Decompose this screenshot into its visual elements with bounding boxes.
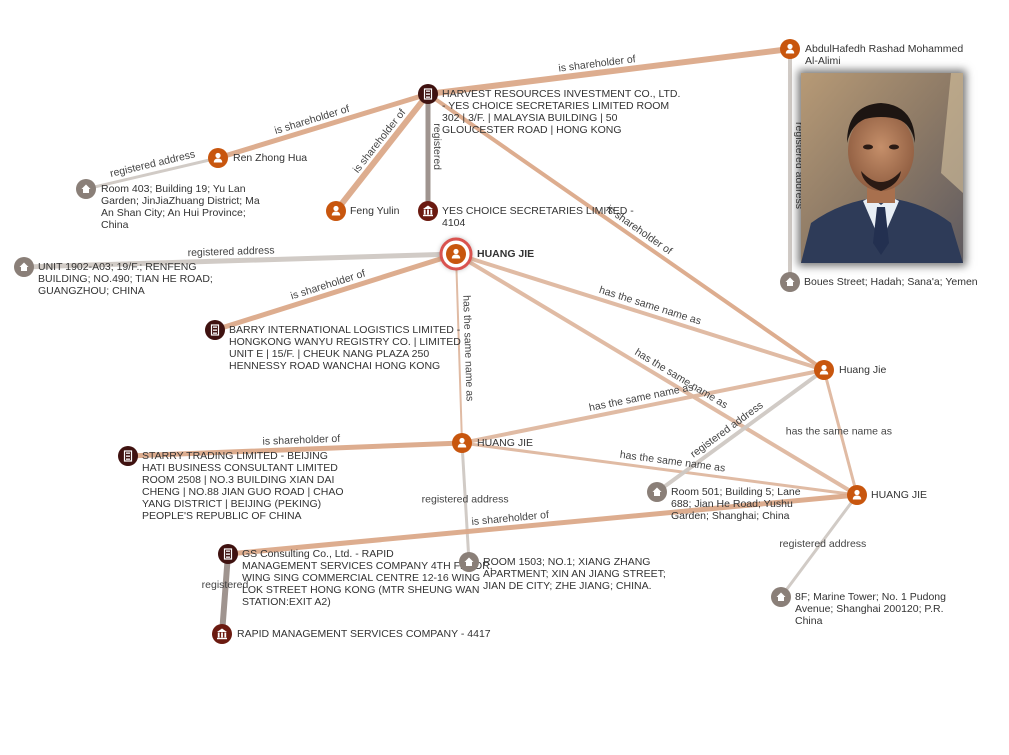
edge-label: has the same name as: [598, 284, 703, 327]
company-icon: [123, 450, 133, 462]
node-feng[interactable]: Feng Yulin: [326, 201, 400, 221]
edge-label: registered: [202, 579, 249, 591]
node-label: Boues Street; Hadah; Sana'a; Yemen: [804, 276, 978, 288]
edge-share[interactable]: [425, 46, 793, 97]
edge-share[interactable]: [212, 251, 459, 333]
node-label: RAPID MANAGEMENT SERVICES COMPANY - 4417: [237, 628, 491, 640]
node-huangjie_main[interactable]: HUANG JIE: [439, 237, 534, 271]
edge-reg[interactable]: [219, 551, 231, 637]
home-icon: [785, 277, 795, 286]
person-icon: [819, 364, 829, 375]
edge-label: has the same name as: [786, 425, 892, 437]
edge-label: has the same name as: [460, 295, 475, 402]
edge-share[interactable]: [125, 440, 465, 459]
company-icon: [423, 88, 433, 100]
node-label: HUANG JIE: [477, 248, 534, 260]
edge-share[interactable]: [426, 92, 826, 372]
person-icon: [785, 43, 795, 54]
node-label: YES CHOICE SECRETARIES LIMITED -4104: [442, 205, 634, 229]
person-icon: [852, 489, 862, 500]
home-icon: [81, 184, 91, 193]
node-label: BARRY INTERNATIONAL LOGISTICS LIMITED -H…: [229, 324, 461, 372]
edge-label: registered address: [779, 538, 866, 550]
node-label: HUANG JIE: [477, 437, 533, 449]
node-harvest[interactable]: HARVEST RESOURCES INVESTMENT CO., LTD.- …: [418, 84, 680, 136]
nodes-layer: HARVEST RESOURCES INVESTMENT CO., LTD.- …: [14, 39, 978, 644]
edge-label: registered address: [422, 494, 509, 506]
node-rapid[interactable]: RAPID MANAGEMENT SERVICES COMPANY - 4417: [212, 624, 491, 644]
node-huangjie_r[interactable]: Huang Jie: [814, 360, 886, 380]
edge-name[interactable]: [460, 368, 826, 445]
edge-name[interactable]: [822, 368, 859, 497]
home-icon: [464, 557, 474, 566]
home-icon: [19, 262, 29, 271]
edge-name[interactable]: [454, 252, 859, 497]
node-label: Ren Zhong Hua: [233, 152, 307, 164]
company-icon: [210, 324, 220, 336]
edges-layer: [21, 46, 860, 637]
bank-icon: [423, 205, 433, 217]
edge-addr[interactable]: [21, 251, 459, 270]
edge-label: registered address: [109, 148, 196, 180]
edge-name[interactable]: [455, 253, 463, 444]
edge-label: registered address: [688, 399, 765, 460]
edge-addr[interactable]: [655, 368, 826, 494]
node-ren[interactable]: Ren Zhong Hua: [208, 148, 307, 168]
edge-name[interactable]: [454, 252, 826, 372]
person-photo: [801, 73, 963, 263]
edge-share[interactable]: [215, 91, 431, 161]
node-label: Huang Jie: [839, 364, 886, 376]
edge-name[interactable]: [460, 441, 859, 497]
edge-label: is shareholder of: [262, 433, 340, 448]
node-barry[interactable]: BARRY INTERNATIONAL LOGISTICS LIMITED -H…: [205, 320, 461, 372]
edge-share[interactable]: [225, 492, 860, 557]
node-huangjie_rb[interactable]: HUANG JIE: [847, 485, 927, 505]
edge-addr[interactable]: [779, 493, 859, 599]
person-icon: [331, 205, 341, 216]
home-icon: [652, 487, 662, 496]
portrait-image: [801, 73, 963, 263]
node-label: HUANG JIE: [871, 489, 927, 501]
edge-label: registered: [431, 123, 443, 170]
node-boues[interactable]: Boues Street; Hadah; Sana'a; Yemen: [780, 272, 978, 292]
node-huangjie_mid[interactable]: HUANG JIE: [452, 433, 533, 453]
edge-addr[interactable]: [460, 441, 471, 564]
node-yeschoice[interactable]: YES CHOICE SECRETARIES LIMITED -4104: [418, 201, 634, 229]
company-icon: [223, 548, 233, 560]
person-icon: [451, 248, 461, 259]
edge-share[interactable]: [333, 91, 431, 214]
home-icon: [776, 592, 786, 601]
edge-label: registered address: [187, 244, 274, 259]
edge-addr[interactable]: [84, 156, 220, 191]
node-label: Feng Yulin: [350, 205, 400, 217]
node-label: HARVEST RESOURCES INVESTMENT CO., LTD.- …: [442, 88, 680, 136]
person-icon: [457, 437, 467, 448]
bank-icon: [217, 628, 227, 640]
person-icon: [213, 152, 223, 163]
